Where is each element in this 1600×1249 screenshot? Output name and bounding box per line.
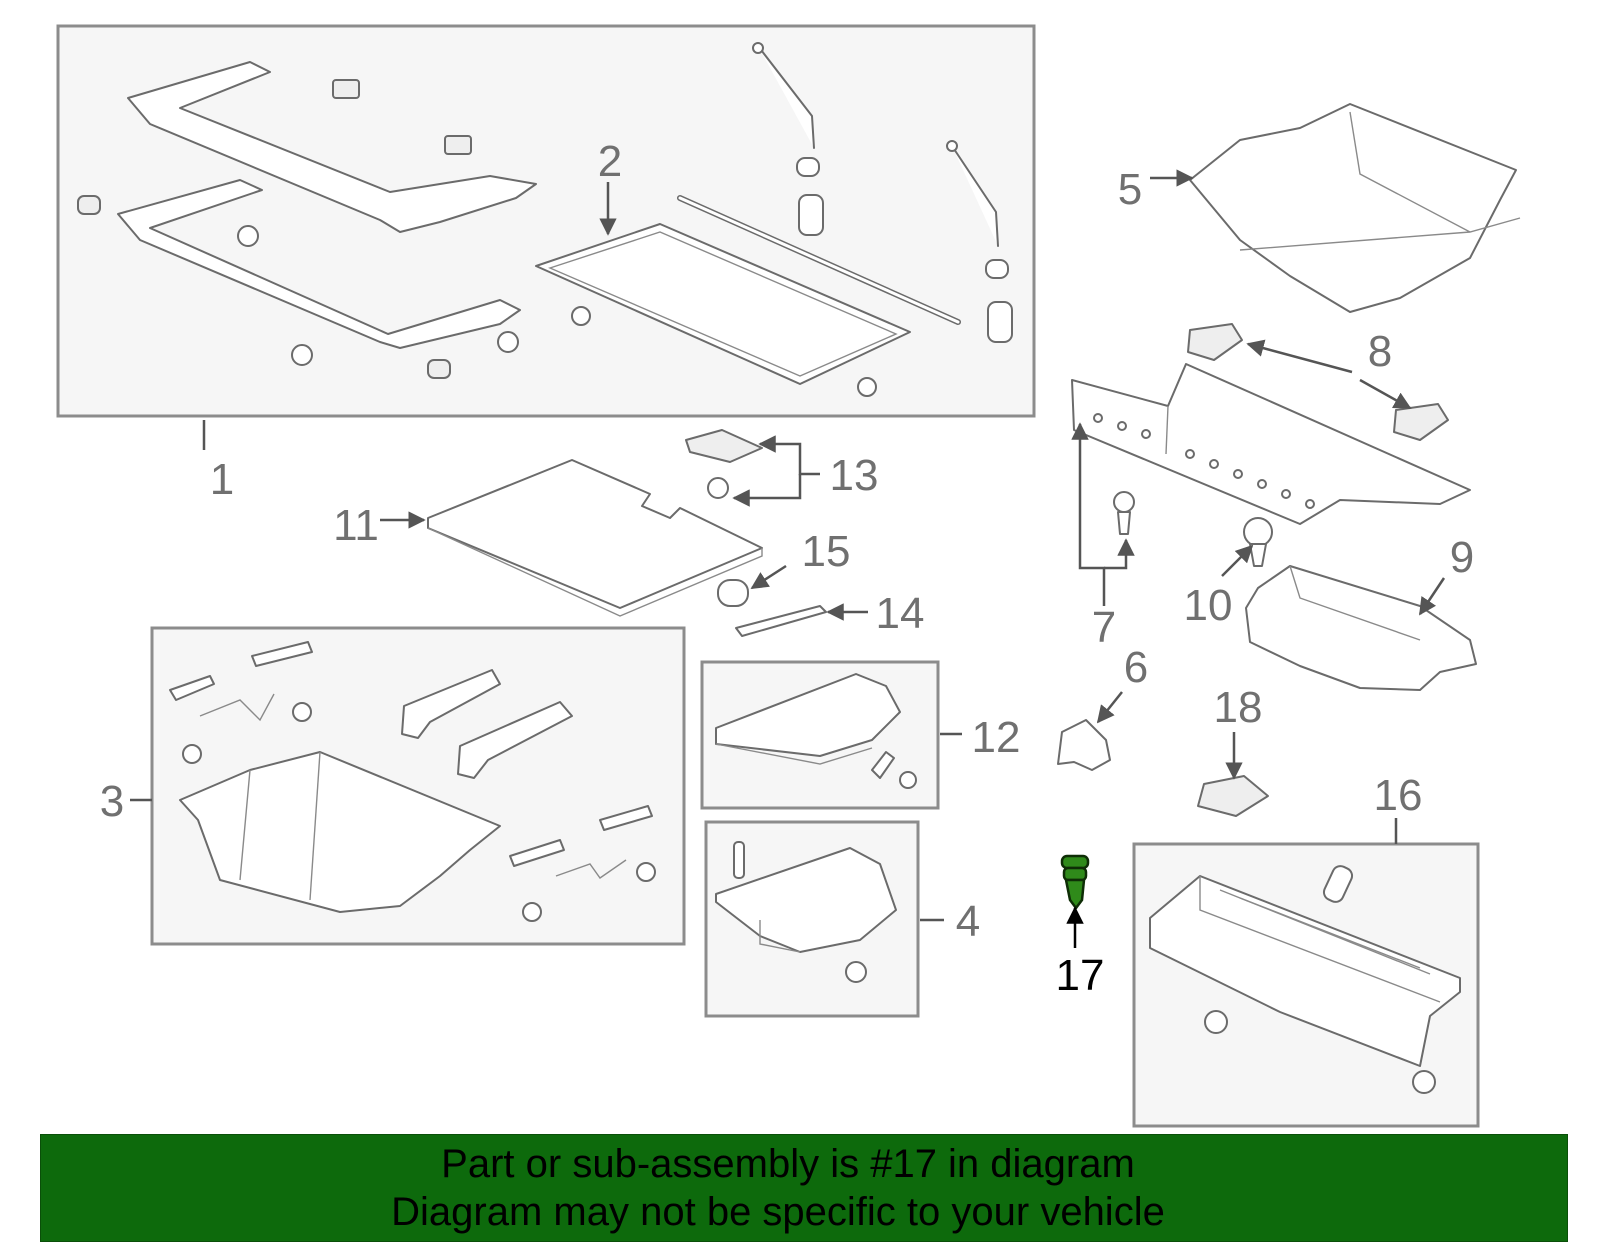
callout-9: 9 [1450,533,1474,582]
group-box-1 [56,24,1036,418]
highlighted-clip-part-17 [1060,854,1090,911]
pad-part-8b [1393,403,1449,441]
pad-part-13 [685,429,763,463]
callout-4: 4 [956,897,980,946]
cover-part-18 [1197,775,1269,817]
bracket-part-9 [1245,565,1477,691]
callout-14: 14 [876,589,925,638]
cargo-tray-part-5 [1189,103,1521,313]
callout-15: 15 [802,527,851,576]
callout-7: 7 [1092,603,1116,652]
cap-part-15 [717,579,749,607]
pad-part-8a [1187,323,1243,361]
callout-16: 16 [1374,771,1423,820]
group-box-16 [1132,842,1480,1128]
callout-3: 3 [100,777,124,826]
callout-1: 1 [210,455,234,504]
callout-12: 12 [972,713,1021,762]
callout-5: 5 [1118,165,1142,214]
trim-panel [1071,363,1471,525]
mat-part-11 [427,459,763,609]
rod-part-14 [735,605,827,637]
group-box-12 [700,660,940,810]
callout-13: 13 [830,451,879,500]
callout-11: 11 [333,501,379,550]
info-banner: Part or sub-assembly is #17 in diagram D… [40,1134,1568,1242]
group-box-4 [704,820,920,1018]
callout-6: 6 [1124,643,1148,692]
callout-18: 18 [1214,683,1263,732]
callout-10: 10 [1184,581,1233,630]
banner-line-1: Part or sub-assembly is #17 in diagram [441,1142,1135,1186]
group-box-3 [150,626,686,946]
callout-8: 8 [1368,327,1392,376]
banner-line-2: Diagram may not be specific to your vehi… [391,1190,1165,1234]
clip-part-6 [1057,719,1111,771]
callout-17: 17 [1056,951,1105,1000]
callout-2: 2 [598,137,622,186]
